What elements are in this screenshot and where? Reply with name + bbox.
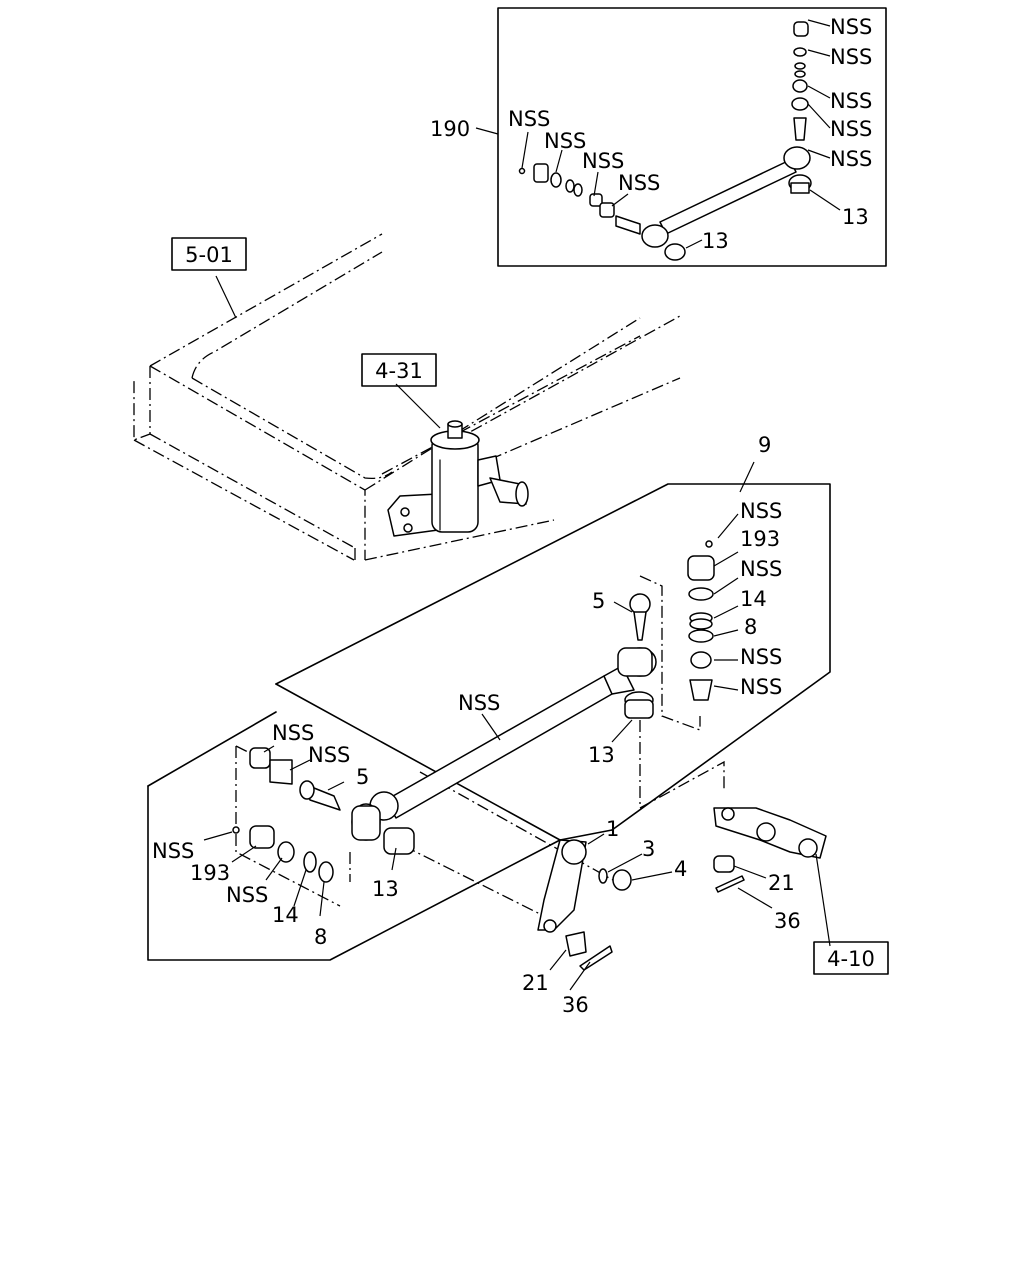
label-36: 36 xyxy=(562,993,589,1017)
explode-guides xyxy=(235,575,725,915)
label-nss: NSS xyxy=(740,499,782,523)
label-21: 21 xyxy=(522,971,549,995)
label-193: 193 xyxy=(190,861,230,885)
label-13: 13 xyxy=(702,229,729,253)
label-3: 3 xyxy=(642,837,655,861)
label-193: 193 xyxy=(740,527,780,551)
knuckle-arm xyxy=(713,807,827,893)
label-36: 36 xyxy=(774,909,801,933)
label-nss: NSS xyxy=(308,743,350,767)
steering-gear-reference-text: 4-31 xyxy=(375,359,423,383)
label-nss: NSS xyxy=(272,721,314,745)
label-nss: NSS xyxy=(830,89,872,113)
main-leaders xyxy=(203,275,831,991)
steering-gear xyxy=(387,420,529,537)
label-13: 13 xyxy=(372,877,399,901)
label-13: 13 xyxy=(588,743,615,767)
inset-stack-right xyxy=(791,21,809,141)
label-nss: NSS xyxy=(830,45,872,69)
label-190: 190 xyxy=(430,117,470,141)
label-5: 5 xyxy=(356,765,369,789)
label-nss: NSS xyxy=(508,107,550,131)
tie-rod-tube xyxy=(351,647,657,841)
inset-frame xyxy=(497,7,887,267)
pitman-arm xyxy=(537,839,632,971)
label-nss: NSS xyxy=(458,691,500,715)
label-nss: NSS xyxy=(618,171,660,195)
frame-reference-text: 5-01 xyxy=(185,243,233,267)
left-stack-parts xyxy=(232,747,415,883)
label-8: 8 xyxy=(314,925,327,949)
inset-stack-left xyxy=(518,163,641,235)
label-nss: NSS xyxy=(226,883,268,907)
frame-reference-box: 5-01 xyxy=(171,237,247,271)
label-9: 9 xyxy=(758,433,771,457)
label-nss: NSS xyxy=(152,839,194,863)
label-nss: NSS xyxy=(740,557,782,581)
inset-tie-rod xyxy=(641,146,812,261)
assembly-enclosure xyxy=(147,483,831,961)
label-14: 14 xyxy=(272,903,299,927)
label-13: 13 xyxy=(842,205,869,229)
label-21: 21 xyxy=(768,871,795,895)
label-nss: NSS xyxy=(830,147,872,171)
label-nss: NSS xyxy=(740,645,782,669)
label-nss: NSS xyxy=(740,675,782,699)
main-labels: 9 NSS 193 NSS 14 8 NSS NSS 5 13 NSS NSS … xyxy=(152,433,801,1017)
label-nss: NSS xyxy=(830,15,872,39)
label-14: 14 xyxy=(740,587,767,611)
label-8: 8 xyxy=(744,615,757,639)
label-1: 1 xyxy=(606,817,619,841)
inset-labels: NSS NSS NSS NSS NSS 13 13 190 NSS NSS NS… xyxy=(430,15,872,253)
axle-reference-box: 4-10 xyxy=(813,941,889,975)
axle-reference-text: 4-10 xyxy=(827,947,875,971)
steering-gear-reference-box: 4-31 xyxy=(361,353,437,387)
right-stack-parts xyxy=(624,540,715,719)
inset-leaders xyxy=(475,19,841,249)
label-4: 4 xyxy=(674,857,687,881)
label-nss: NSS xyxy=(544,129,586,153)
label-nss: NSS xyxy=(830,117,872,141)
vehicle-frame xyxy=(133,233,681,561)
label-nss: NSS xyxy=(582,149,624,173)
label-5: 5 xyxy=(592,589,605,613)
